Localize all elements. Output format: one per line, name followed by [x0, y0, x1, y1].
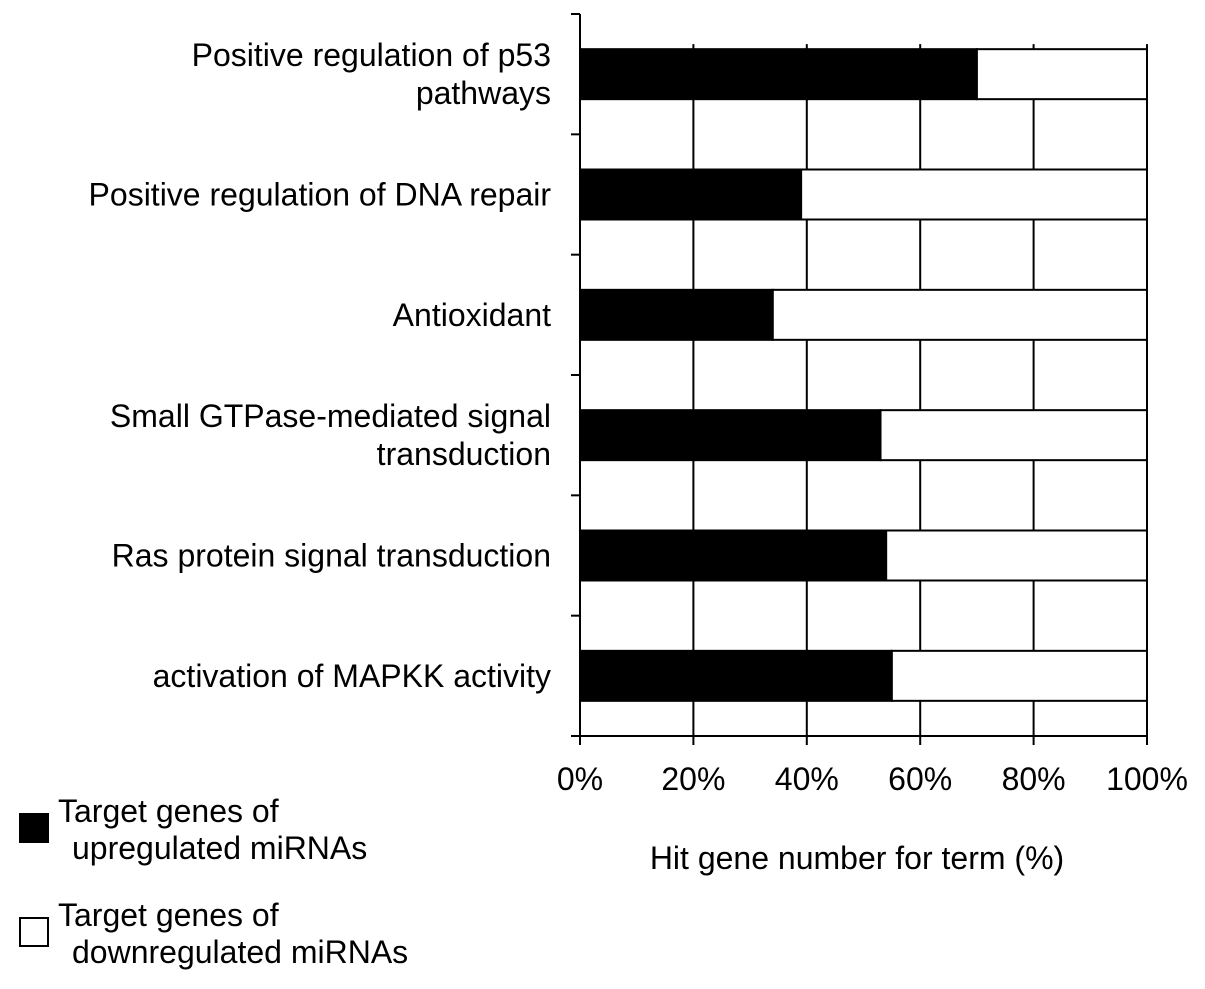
bar-segment-downregulated: [975, 48, 1149, 101]
legend-swatch: [19, 813, 49, 843]
x-tick-label: 100%: [1106, 761, 1188, 797]
legend-label-line: upregulated miRNAs: [72, 830, 367, 866]
category-label: activation of MAPKK activity: [153, 658, 551, 694]
category-label-line: activation of MAPKK activity: [153, 658, 551, 694]
bar-segment-downregulated: [890, 649, 1148, 702]
category-label: Ras protein signal transduction: [112, 538, 551, 574]
x-tick-label: 0%: [557, 761, 603, 797]
x-axis-label: Hit gene number for term (%): [650, 840, 1064, 876]
bar-segment-upregulated: [579, 168, 803, 221]
legend-label-line: Target genes of: [58, 897, 279, 933]
bar-segment-upregulated: [579, 48, 978, 101]
legend-label-line: Target genes of: [58, 793, 279, 829]
bar-segment-upregulated: [579, 529, 888, 582]
x-tick-label: 60%: [888, 761, 952, 797]
bar-segment-downregulated: [885, 529, 1148, 582]
category-label-line: Ras protein signal transduction: [112, 538, 551, 574]
bars: [579, 48, 1149, 702]
category-label-line: pathways: [416, 75, 551, 111]
bar-segment-downregulated: [800, 168, 1148, 221]
category-label-line: Positive regulation of p53: [192, 37, 551, 73]
x-tick-label: 40%: [775, 761, 839, 797]
bar-segment-downregulated: [879, 409, 1148, 462]
bar-segment-upregulated: [579, 649, 893, 702]
category-label-line: transduction: [377, 436, 551, 472]
category-label-line: Antioxidant: [393, 297, 551, 333]
bar-segment-downregulated: [771, 288, 1149, 341]
bar-segment-upregulated: [579, 288, 774, 341]
x-tick-label: 80%: [1002, 761, 1066, 797]
legend-swatch: [19, 917, 49, 947]
gridlines: [692, 44, 1148, 736]
x-tick-labels: 0% 20% 40% 60% 80% 100%: [557, 761, 1188, 797]
x-tick-label: 20%: [661, 761, 725, 797]
bar-segment-upregulated: [579, 409, 882, 462]
category-label: Antioxidant: [393, 297, 551, 333]
category-label-line: Positive regulation of DNA repair: [89, 177, 552, 213]
legend-label-line: downregulated miRNAs: [72, 934, 408, 970]
axes: [571, 13, 1148, 745]
category-label: Positive regulation of DNA repair: [89, 177, 552, 213]
category-label-line: Small GTPase-mediated signal: [110, 398, 551, 434]
